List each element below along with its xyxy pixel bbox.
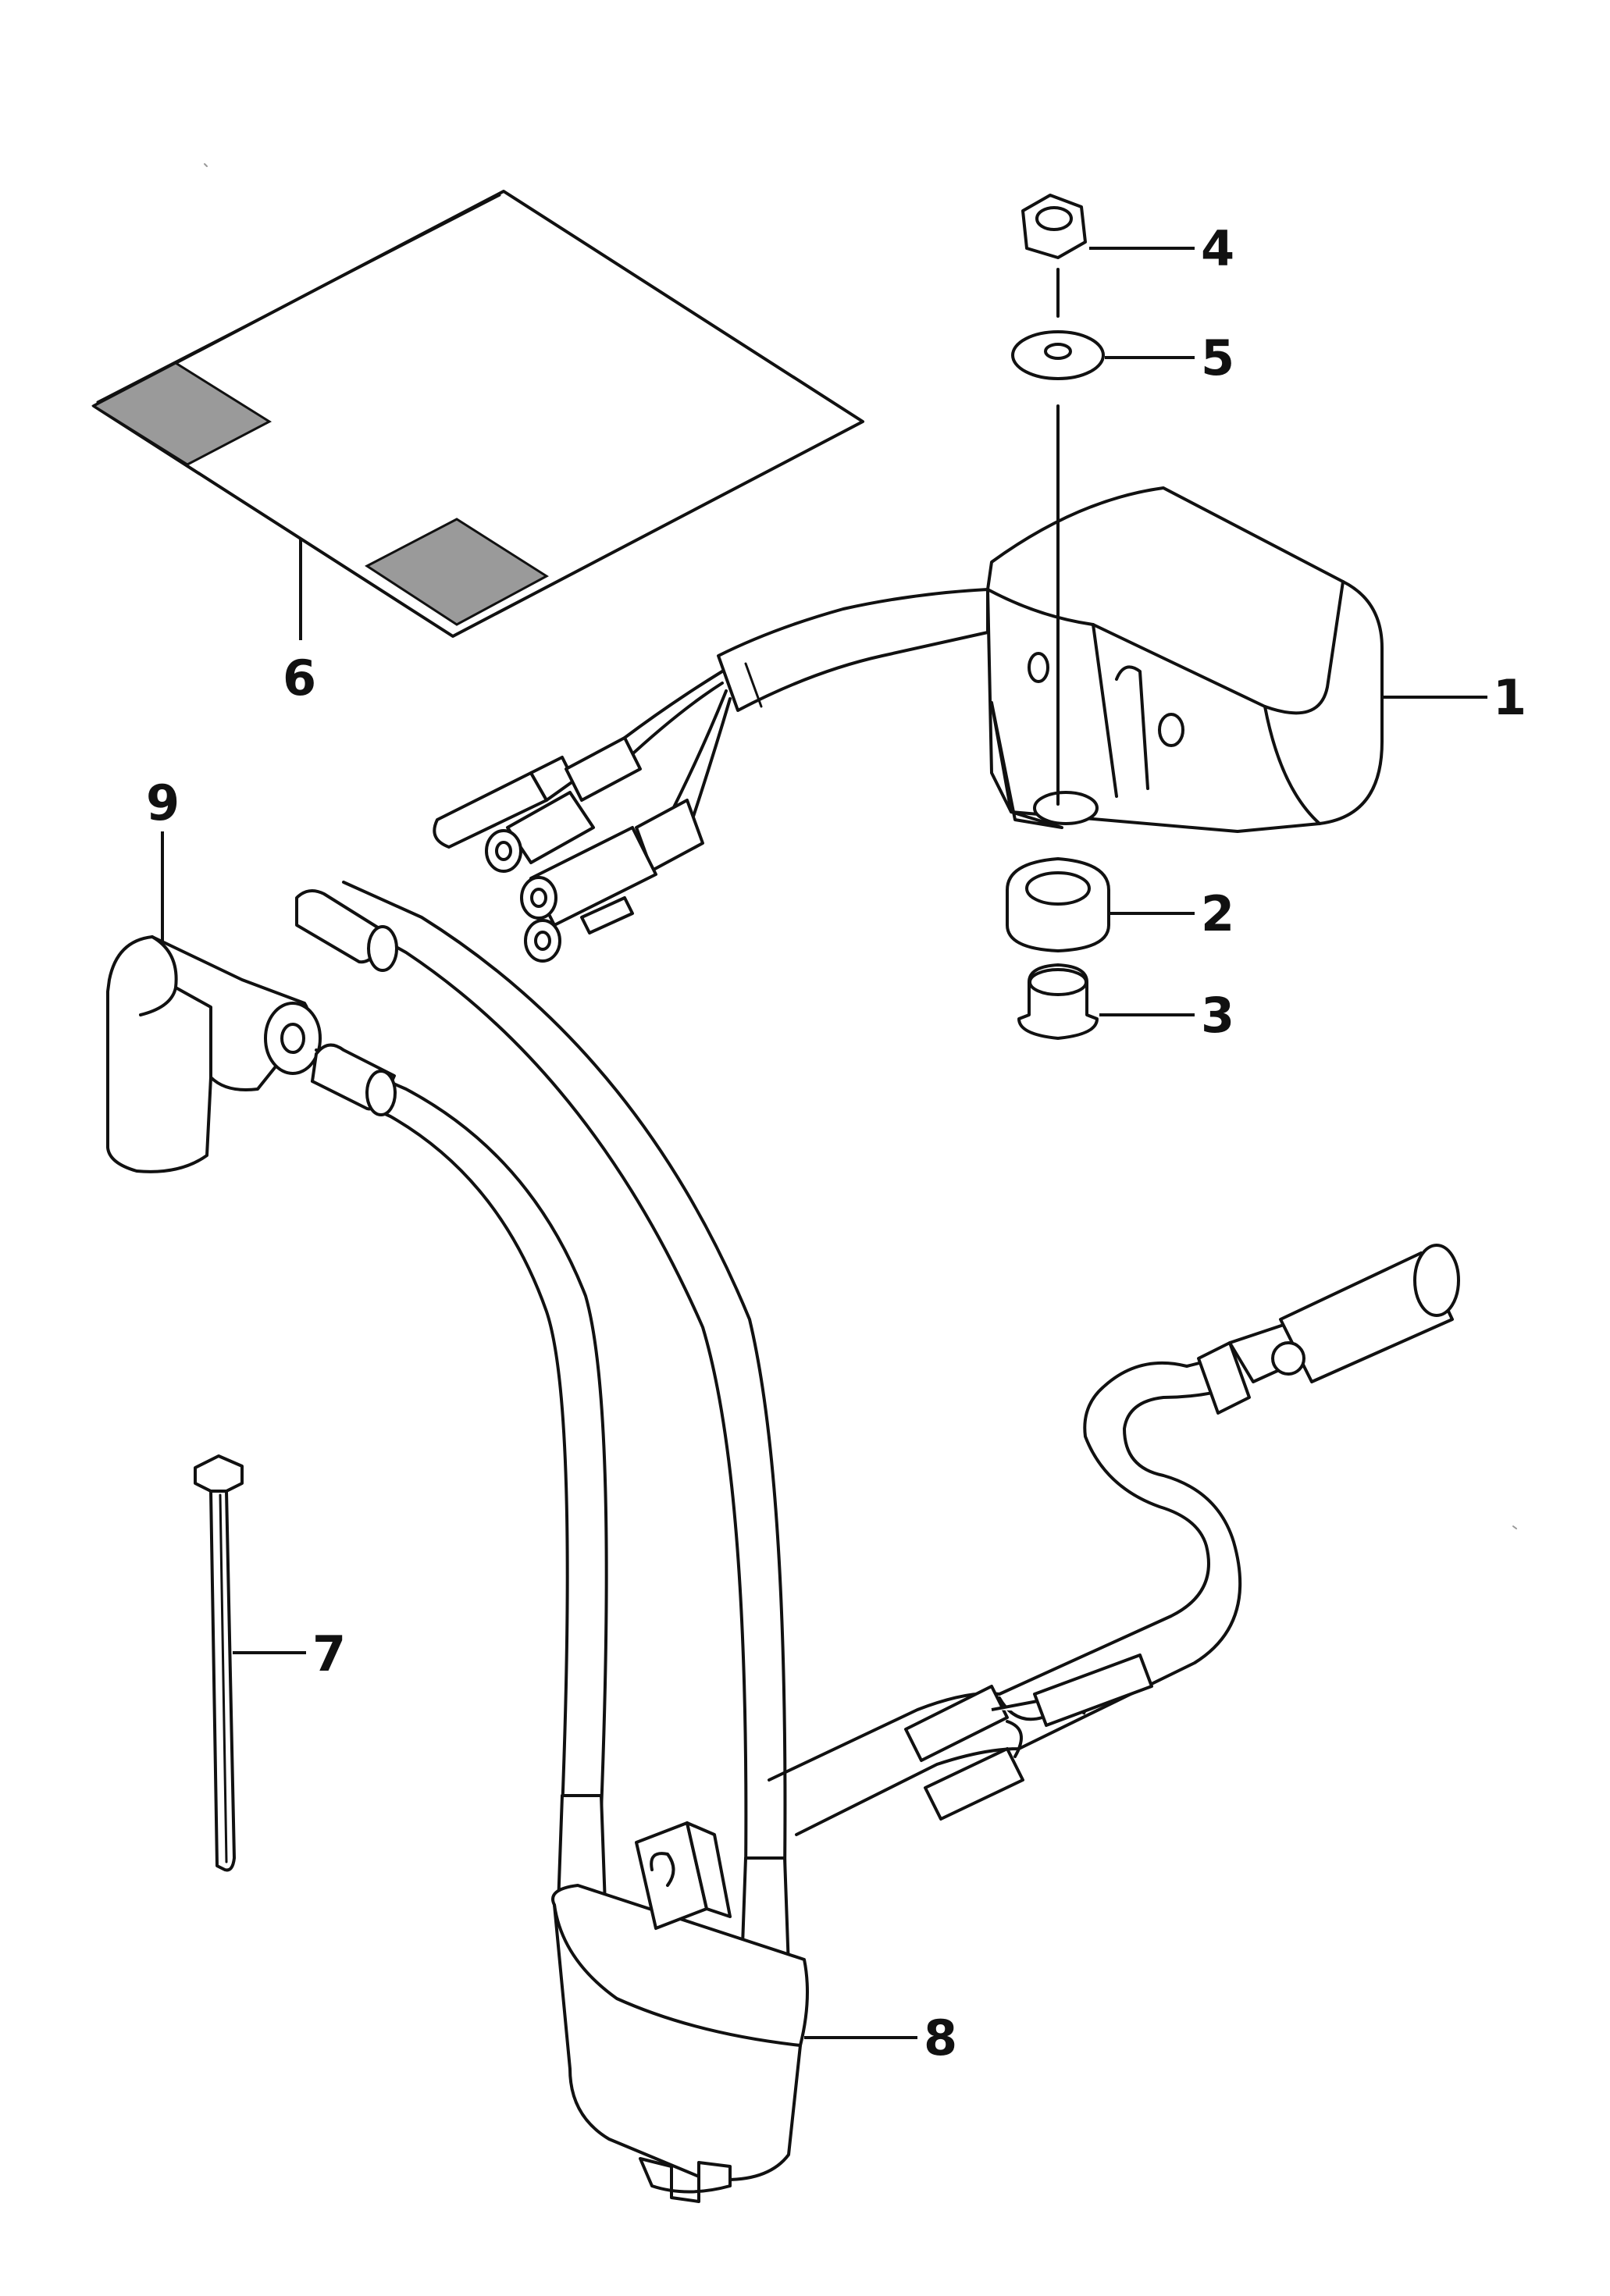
scan-mark <box>204 163 208 167</box>
connector-b <box>520 799 704 963</box>
callout-4: 4 <box>1201 220 1234 277</box>
callout-5: 5 <box>1201 329 1234 386</box>
scan-mark <box>1512 1525 1517 1529</box>
part-8-ignition-coil <box>295 881 1460 2203</box>
callout-1: 1 <box>1493 669 1526 726</box>
connector-a <box>485 736 642 873</box>
callout-2: 2 <box>1201 885 1234 942</box>
callout-7: 7 <box>312 1625 346 1682</box>
part-7-cable-tie <box>194 1454 244 1872</box>
part-5-washer <box>1011 268 1105 380</box>
part-2-grommet <box>1006 857 1110 952</box>
part-4-nut <box>1021 194 1087 259</box>
callout-3: 3 <box>1201 987 1234 1044</box>
callout-6: 6 <box>283 650 316 707</box>
part-6-decal-sheet <box>91 190 864 638</box>
part-1-module <box>433 404 1384 963</box>
callout-8: 8 <box>924 2009 957 2066</box>
callout-9: 9 <box>146 774 180 831</box>
part-9-spark-plug-cap <box>106 935 322 1173</box>
part-3-bushing <box>1017 963 1099 1040</box>
